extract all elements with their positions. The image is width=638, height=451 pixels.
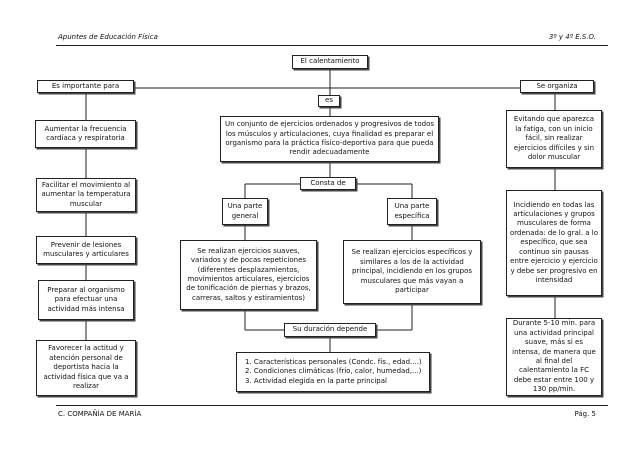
right-item-text: Evitando que aparezca la fatiga, con un … xyxy=(513,115,595,162)
left-item-text: Facilitar el movimiento al aumentar la t… xyxy=(41,180,131,208)
general-description-text: Se realizan ejercicios suaves, variados … xyxy=(186,246,311,302)
left-item-box: Facilitar el movimiento al aumentar la t… xyxy=(36,178,136,212)
header-left-text: Apuntes de Educación Física xyxy=(58,33,158,41)
right-item-box: Durante 5-10 min. para una actividad pri… xyxy=(506,318,602,396)
definition-box: Un conjunto de ejercicios ordenados y pr… xyxy=(220,116,439,162)
factor-item: 1. Características personales (Condc. fí… xyxy=(245,357,422,366)
general-part-box: Una parte general xyxy=(222,198,268,225)
general-description-box: Se realizan ejercicios suaves, variados … xyxy=(180,240,317,310)
consta-de-box: Consta de xyxy=(300,177,356,190)
left-item-box: Prevenir de lesiones musculares y articu… xyxy=(36,236,136,264)
left-item-text: Prevenir de lesiones musculares y articu… xyxy=(43,240,129,258)
header-right-text: 3º y 4º E.S.O. xyxy=(548,33,596,41)
footer-left-text: C. COMPAÑÍA DE MARÍA xyxy=(58,410,142,418)
left-branch-label-box: Es importante para xyxy=(37,80,134,93)
right-item-text: Incidiendo en todas las articulaciones y… xyxy=(510,200,599,284)
factor-item: 2. Condiciones climáticas (frío, calor, … xyxy=(245,367,422,376)
es-connector-label: es xyxy=(325,96,333,105)
left-branch-label: Es importante para xyxy=(51,81,120,90)
left-item-box: Preparar al organismo para efectuar una … xyxy=(38,280,134,320)
factor-item: 3. Actividad elegida en la parte princip… xyxy=(245,376,387,385)
left-item-box: Aumentar la frecuencia cardíaca y respir… xyxy=(35,120,136,148)
general-part-label: Una parte general xyxy=(227,202,263,220)
right-branch-label-box: Se organiza xyxy=(520,80,594,93)
left-item-text: Preparar al organismo para efectuar una … xyxy=(47,285,125,313)
diagram-title: El calentamiento xyxy=(300,57,360,66)
specific-description-box: Se realizan ejercicios específicos y sim… xyxy=(343,240,481,304)
definition-text: Un conjunto de ejercicios ordenados y pr… xyxy=(224,120,435,157)
right-item-box: Incidiendo en todas las articulaciones y… xyxy=(506,190,602,296)
consta-de-label: Consta de xyxy=(310,178,346,187)
factors-list: 1. Características personales (Condc. fí… xyxy=(245,358,422,386)
left-item-box: Favorecer la actitud y atención personal… xyxy=(36,340,136,396)
left-item-text: Favorecer la actitud y atención personal… xyxy=(43,344,129,391)
footer-rule xyxy=(56,405,608,406)
right-item-text: Durante 5-10 min. para una actividad pri… xyxy=(512,319,596,394)
title-box: El calentamiento xyxy=(292,55,368,69)
duration-box: Su duración depende xyxy=(284,323,376,337)
header-rule xyxy=(56,45,608,46)
es-connector-box: es xyxy=(318,95,340,107)
factors-box: 1. Características personales (Condc. fí… xyxy=(236,352,430,392)
specific-part-label: Una parte específica xyxy=(394,202,430,220)
specific-part-box: Una parte específica xyxy=(387,198,437,225)
right-branch-label: Se organiza xyxy=(536,81,578,90)
footer-right-text: Pág. 5 xyxy=(574,410,596,418)
specific-description-text: Se realizan ejercicios específicos y sim… xyxy=(351,248,473,295)
left-item-text: Aumentar la frecuencia cardíaca y respir… xyxy=(44,124,127,142)
duration-label: Su duración depende xyxy=(292,325,368,334)
right-item-box: Evitando que aparezca la fatiga, con un … xyxy=(506,110,602,168)
